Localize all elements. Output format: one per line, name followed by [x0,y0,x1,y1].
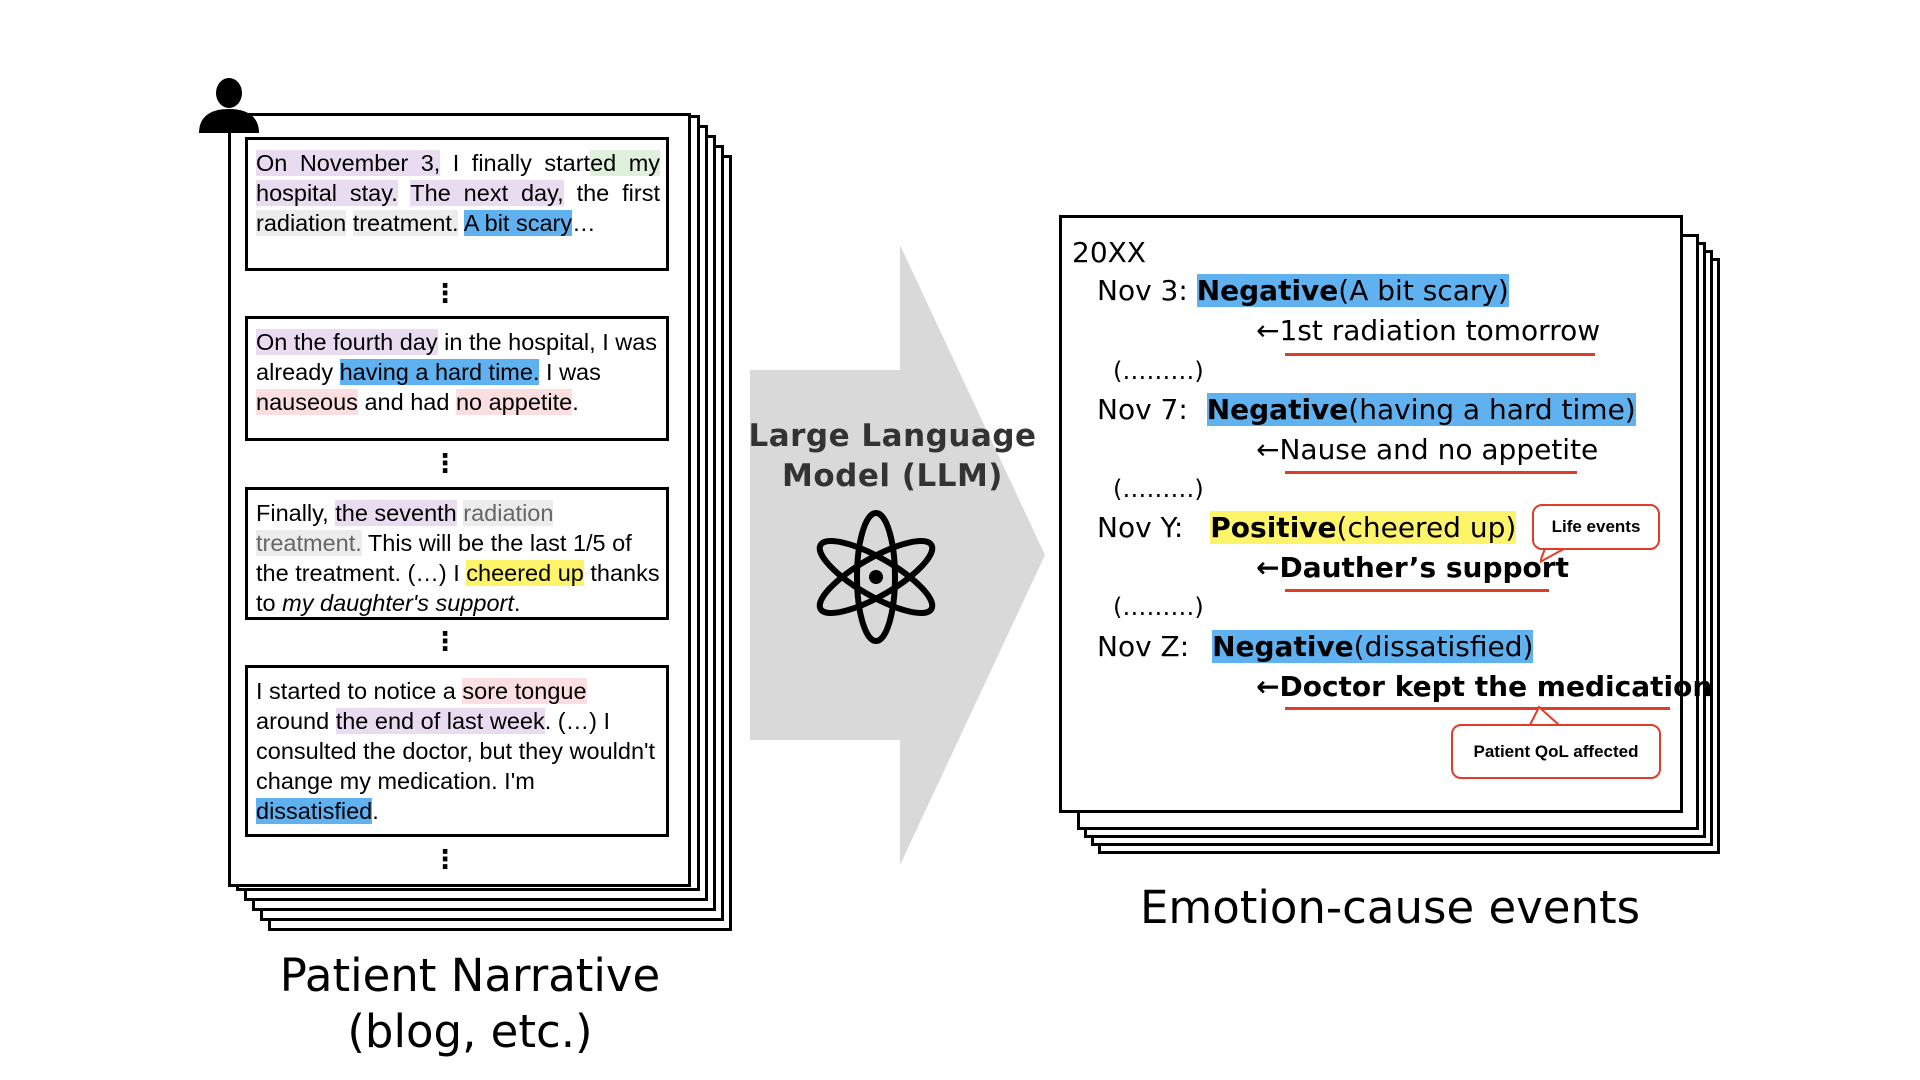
qol-callout: Patient QoL affected [1451,724,1661,779]
emotion-detail: (cheered up) [1336,511,1517,544]
event-cause: ←Doctor kept the medication [1256,670,1713,703]
year-label: 20XX [1072,236,1146,269]
caption-line: Patient Narrative [279,949,661,1002]
text: in the hospital, I was already [256,329,658,385]
vertical-ellipsis: ⋮ [432,628,458,654]
location-highlight: ed my [590,150,661,176]
symptom-highlight: nauseous [256,389,358,415]
cause-underline [1285,471,1577,474]
time-highlight: the seventh [335,500,457,526]
text: . [513,590,521,616]
narrative-caption: Patient Narrative (blog, etc.) [240,948,700,1060]
emotion-highlight: A bit scary [463,210,573,236]
emotion-detail: (having a hard time) [1348,393,1636,426]
time-highlight: the end of last week [335,708,545,734]
event-highlight: radiation [256,210,347,236]
text: the first [563,180,660,206]
event-date: Nov Z: [1097,630,1190,663]
text: around [256,708,336,734]
atom-icon [816,510,936,644]
text: I finally start [440,150,591,176]
event-highlight: treatment. [352,210,459,236]
caption-line: (blog, etc.) [347,1005,593,1058]
llm-label-line: Model (LLM) [782,458,1003,494]
text: and had [357,389,456,415]
polarity-tag: Negative(dissatisfied) [1212,630,1534,663]
event-cause: ←Nause and no appetite [1256,433,1599,466]
cause-underline [1285,707,1670,710]
cause-text: my daughter's support [282,590,514,616]
event-1: Nov 3: Negative(A bit scary) [1097,273,1509,309]
symptom-highlight: no appetite [455,389,573,415]
polarity-label: Positive [1210,511,1337,544]
cause-underline [1285,589,1549,592]
narrative-entry-2: On the fourth day in the hospital, I was… [245,316,669,441]
time-highlight: On November 3, [256,150,441,176]
events-caption: Emotion-cause events [1139,881,1641,934]
process-arrow [750,245,1045,865]
emotion-highlight: having a hard time. [339,359,540,385]
text: I started to notice a [256,678,463,704]
narrative-entry-1: On November 3, I finally started my hosp… [245,137,669,271]
text: ed [590,150,629,176]
time-highlight: The next day, [410,180,564,206]
llm-label-line: Large Language [748,418,1037,454]
text: This will be the last 1/5 of the treatme… [256,530,632,586]
text: . (…) I consulted the doctor, but they w… [256,708,656,794]
text: I was [539,359,601,385]
emotion-detail: (A bit scary) [1338,274,1509,307]
text: … [572,210,596,236]
vertical-ellipsis: ⋮ [432,280,458,306]
cause-underline [1285,353,1595,356]
symptom-highlight: sore tongue [462,678,587,704]
gap-ellipsis: (………) [1113,593,1204,621]
event-4: Nov Z: Negative(dissatisfied) [1097,629,1534,665]
text: my [628,150,661,176]
text: thanks to [256,560,660,616]
life-events-callout: Life events [1532,504,1660,550]
polarity-label: Negative [1206,393,1349,426]
narrative-entry-4: I started to notice a sore tongue around… [245,665,669,837]
gap-ellipsis: (………) [1113,357,1204,385]
time-highlight: On the fourth day [256,329,438,355]
polarity-label: Negative [1212,630,1354,663]
event-cause: ←Dauther’s support [1256,551,1569,584]
event-date: Nov Y: [1097,511,1184,544]
text: . [572,389,579,415]
text: . [372,798,379,824]
vertical-ellipsis: ⋮ [432,846,458,872]
emotion-detail: (dissatisfied) [1353,630,1534,663]
text: Finally, [256,500,336,526]
event-2: Nov 7: Negative(having a hard time) [1097,392,1636,428]
vertical-ellipsis: ⋮ [432,450,458,476]
gap-ellipsis: (………) [1113,475,1204,503]
event-date: Nov 3: [1097,274,1188,307]
polarity-tag: Positive(cheered up) [1210,511,1517,544]
polarity-label: Negative [1196,274,1339,307]
polarity-tag: Negative(A bit scary) [1196,274,1509,307]
polarity-tag: Negative(having a hard time) [1206,393,1636,426]
person-icon [199,78,259,133]
event-date: Nov 7: [1097,393,1188,426]
event-cause: ←1st radiation tomorrow [1256,314,1601,347]
event-3: Nov Y: Positive(cheered up) [1097,510,1517,546]
emotion-highlight: cheered up [466,560,584,586]
emotion-highlight: dissatisfied [256,798,373,824]
narrative-entry-3: Finally, the seventh radiation treatment… [245,487,669,620]
llm-label: Large Language Model (LLM) [730,416,1055,496]
event-highlight: hospital stay. [256,180,398,206]
